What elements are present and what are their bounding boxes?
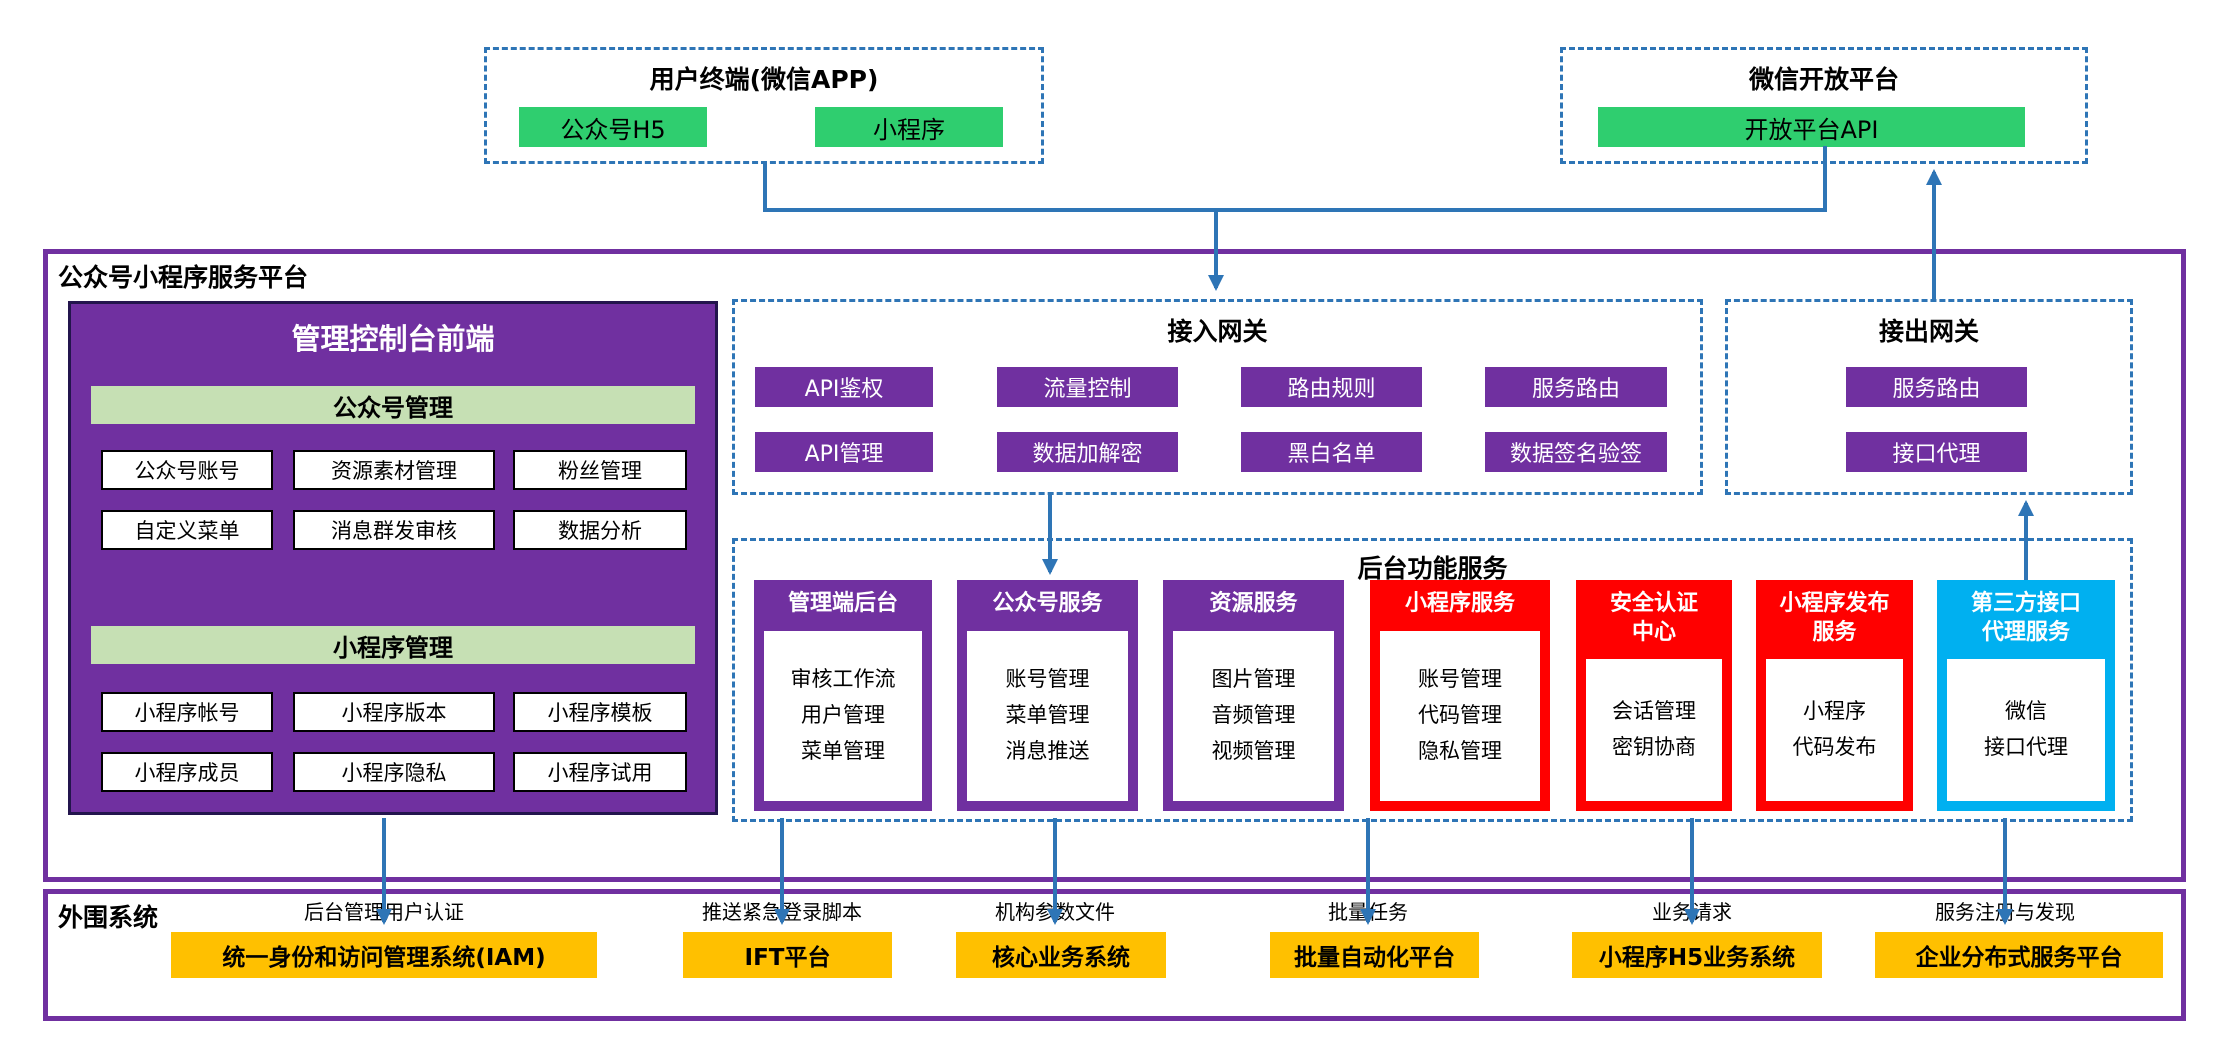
chip-blacklist-whitelist: 黑白名单: [1241, 432, 1422, 472]
user-terminal-group: 用户终端(微信APP) 公众号H5 小程序: [484, 47, 1044, 164]
service-miniprogram-content: 账号管理 代码管理 隐私管理: [1380, 630, 1540, 801]
system-core-business: 核心业务系统: [956, 932, 1166, 978]
chip-service-route: 服务路由: [1485, 367, 1667, 407]
backend-services-group: 后台功能服务 管理端后台 审核工作流 用户管理 菜单管理 公众号服务 账号管理 …: [732, 538, 2133, 822]
platform-container: 公众号小程序服务平台 管理控制台前端 公众号管理 公众号账号 资源素材管理 粉丝…: [43, 249, 2186, 882]
console-item-mp-member: 小程序成员: [101, 752, 273, 792]
service-security-auth-center-content: 会话管理 密钥协商: [1586, 659, 1722, 801]
console-item-mp-account: 小程序帐号: [101, 692, 273, 732]
console-item-data-analysis: 数据分析: [513, 510, 687, 550]
chip-route-rules: 路由规则: [1241, 367, 1422, 407]
service-mp-release-content: 小程序 代码发布: [1766, 659, 1903, 801]
service-miniprogram: 小程序服务 账号管理 代码管理 隐私管理: [1370, 580, 1550, 811]
platform-title: 公众号小程序服务平台: [58, 263, 309, 292]
console-item-mp-trial: 小程序试用: [513, 752, 687, 792]
service-admin-backend-content: 审核工作流 用户管理 菜单管理: [764, 630, 922, 801]
system-ift-platform: IFT平台: [683, 932, 892, 978]
peripheral-container: 外围系统 后台管理用户认证 推送紧急登录脚本 机构参数文件 批量任务 业务请求 …: [43, 889, 2186, 1021]
console-panel: 管理控制台前端 公众号管理 公众号账号 资源素材管理 粉丝管理 自定义菜单 消息…: [68, 301, 718, 815]
service-third-party-proxy-title: 第三方接口 代理服务: [1970, 591, 2081, 645]
service-admin-backend-title: 管理端后台: [787, 591, 898, 616]
service-mp-release-title: 小程序发布 服务: [1779, 591, 1890, 645]
service-admin-backend: 管理端后台 审核工作流 用户管理 菜单管理: [754, 580, 932, 811]
chip-flow-control: 流量控制: [997, 367, 1178, 407]
console-item-broadcast-review: 消息群发审核: [293, 510, 495, 550]
chip-api-auth: API鉴权: [755, 367, 933, 407]
console-item-custom-menu: 自定义菜单: [101, 510, 273, 550]
egress-gateway-group: 接出网关 服务路由 接口代理: [1725, 299, 2133, 495]
service-official-account-title: 公众号服务: [992, 591, 1103, 616]
service-resource-content: 图片管理 音频管理 视频管理: [1173, 630, 1334, 801]
open-platform-group: 微信开放平台 开放平台API: [1560, 47, 2088, 164]
chip-api-management: API管理: [755, 432, 933, 472]
system-mp-h5-business: 小程序H5业务系统: [1572, 932, 1822, 978]
service-resource: 资源服务 图片管理 音频管理 视频管理: [1163, 580, 1344, 811]
link-label-ift: 推送紧急登录脚本: [702, 900, 862, 924]
console-item-resource-material: 资源素材管理: [293, 450, 495, 490]
link-label-iam: 后台管理用户认证: [304, 900, 464, 924]
access-gateway-title: 接入网关: [1167, 317, 1268, 346]
user-terminal-title: 用户终端(微信APP): [649, 65, 879, 94]
link-label-business: 业务请求: [1652, 900, 1732, 924]
chip-signature-verify: 数据签名验签: [1485, 432, 1667, 472]
official-account-h5-box: 公众号H5: [519, 107, 707, 147]
system-iam: 统一身份和访问管理系统(IAM): [171, 932, 597, 978]
service-security-auth-center-title: 安全认证 中心: [1609, 591, 1698, 645]
service-third-party-proxy-content: 微信 接口代理: [1947, 659, 2105, 801]
link-label-batch: 批量任务: [1328, 900, 1408, 924]
open-platform-title: 微信开放平台: [1748, 65, 1899, 94]
peripheral-title: 外围系统: [58, 903, 159, 932]
service-official-account: 公众号服务 账号管理 菜单管理 消息推送: [957, 580, 1138, 811]
backend-services-title: 后台功能服务: [1357, 554, 1508, 583]
console-item-mp-privacy: 小程序隐私: [293, 752, 495, 792]
console-item-mp-template: 小程序模板: [513, 692, 687, 732]
system-distributed-service: 企业分布式服务平台: [1875, 932, 2163, 978]
service-miniprogram-title: 小程序服务: [1404, 591, 1515, 616]
service-official-account-content: 账号管理 菜单管理 消息推送: [967, 630, 1128, 801]
service-security-auth-center: 安全认证 中心 会话管理 密钥协商: [1576, 580, 1732, 811]
service-mp-release: 小程序发布 服务 小程序 代码发布: [1756, 580, 1913, 811]
official-account-section-header: 公众号管理: [91, 386, 695, 424]
system-batch-automation: 批量自动化平台: [1270, 932, 1479, 978]
chip-egress-service-route: 服务路由: [1846, 367, 2027, 407]
service-resource-title: 资源服务: [1209, 591, 1298, 616]
miniprogram-box: 小程序: [815, 107, 1003, 147]
miniprogram-section-header: 小程序管理: [91, 626, 695, 664]
console-item-fans: 粉丝管理: [513, 450, 687, 490]
console-item-mp-version: 小程序版本: [293, 692, 495, 732]
console-title: 管理控制台前端: [291, 322, 495, 356]
link-label-core: 机构参数文件: [995, 900, 1115, 924]
console-item-official-account-id: 公众号账号: [101, 450, 273, 490]
service-third-party-proxy: 第三方接口 代理服务 微信 接口代理: [1937, 580, 2115, 811]
access-gateway-group: 接入网关 API鉴权 流量控制 路由规则 服务路由 API管理 数据加解密 黑白…: [732, 299, 1703, 495]
egress-gateway-title: 接出网关: [1878, 317, 1979, 346]
link-label-registry: 服务注册与发现: [1935, 900, 2075, 924]
open-platform-api-box: 开放平台API: [1598, 107, 2025, 147]
chip-interface-proxy: 接口代理: [1846, 432, 2027, 472]
chip-data-encryption: 数据加解密: [997, 432, 1178, 472]
